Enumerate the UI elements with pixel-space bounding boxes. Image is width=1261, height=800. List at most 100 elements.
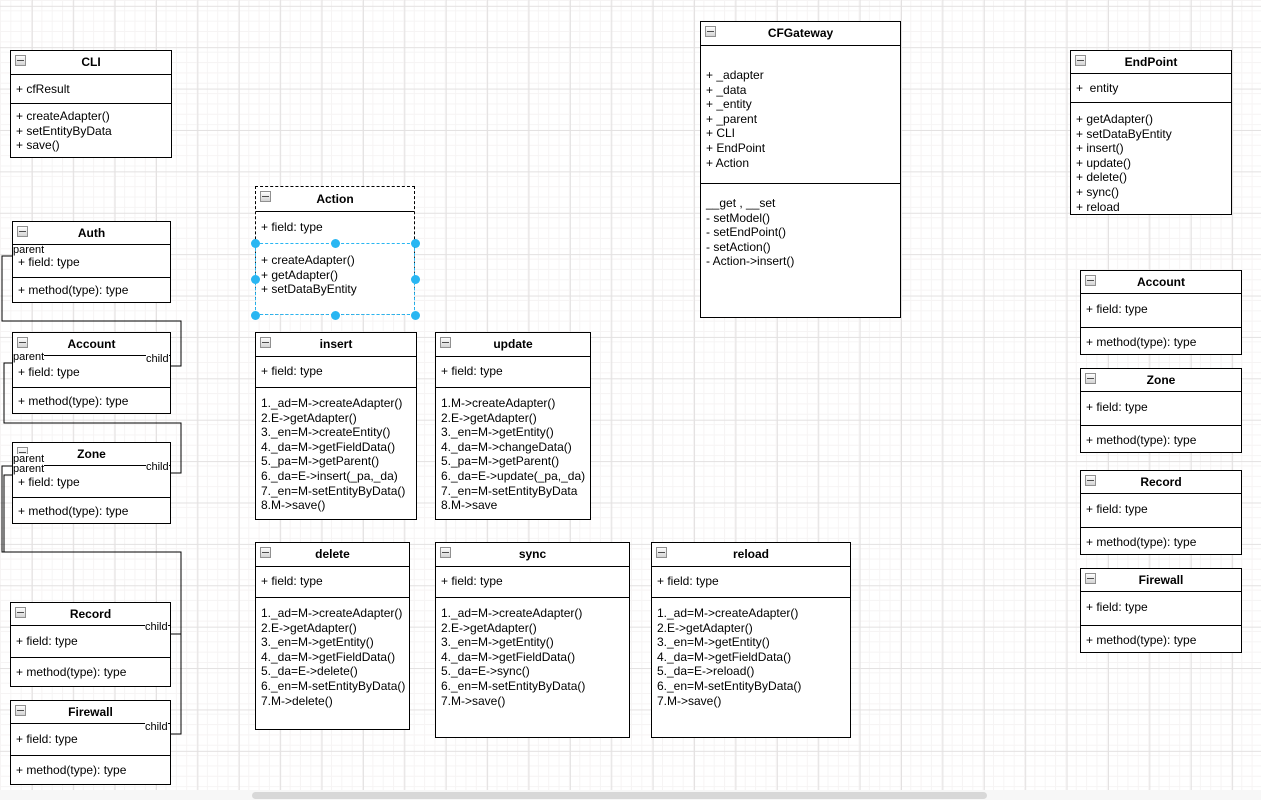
collapse-icon[interactable] bbox=[260, 191, 271, 202]
uml-edge-zone-parent-to-firewall-child[interactable] bbox=[3, 474, 182, 735]
class-title: Firewall bbox=[1138, 573, 1184, 587]
edge-label-child[interactable]: child bbox=[146, 353, 169, 365]
collapse-icon[interactable] bbox=[15, 607, 26, 618]
collapse-icon[interactable] bbox=[1075, 55, 1086, 66]
fields-compartment: + field: type bbox=[1081, 294, 1241, 328]
method-line: 2.E->getAdapter() bbox=[441, 410, 537, 425]
collapse-icon[interactable] bbox=[705, 26, 716, 37]
methods-compartment: + method(type): type bbox=[11, 658, 170, 680]
method-line: + method(type): type bbox=[1086, 633, 1197, 647]
uml-edge-account-parent-to-zone-child[interactable] bbox=[3, 362, 182, 474]
collapse-icon[interactable] bbox=[15, 55, 26, 66]
class-title-bar: Account bbox=[1081, 271, 1241, 294]
method-line: 3._en=M->createEntity() bbox=[261, 425, 391, 440]
selection-handle[interactable] bbox=[330, 310, 340, 320]
method-line: + delete() bbox=[1076, 170, 1128, 185]
class-account-left[interactable]: Account+ field: type+ method(type): type bbox=[12, 332, 171, 414]
class-record-right[interactable]: Record+ field: type+ method(type): type bbox=[1080, 470, 1242, 555]
class-firewall-right[interactable]: Firewall + field: type + method(type): typ… bbox=[1080, 568, 1242, 653]
class-cli[interactable]: CLI+ cfResult+ createAdapter()+ setEntit… bbox=[10, 50, 172, 158]
uml-edge-auth-parent-to-account-child[interactable] bbox=[1, 255, 182, 367]
collapse-icon[interactable] bbox=[17, 226, 28, 237]
methods-compartment: 1._ad=M->createAdapter()2.E->getAdapter(… bbox=[256, 388, 416, 513]
method-line: + save() bbox=[16, 138, 60, 153]
collapse-icon[interactable] bbox=[260, 337, 271, 348]
method-line: 3._en=M->getEntity() bbox=[441, 635, 554, 650]
method-line: + method(type): type bbox=[16, 665, 127, 679]
field-line: + field: type bbox=[1086, 502, 1148, 516]
methods-compartment: + method(type): type bbox=[13, 498, 170, 519]
class-auth[interactable]: Auth+ field: type+ method(type): type bbox=[12, 221, 171, 303]
edge-label-child[interactable]: child bbox=[145, 721, 168, 733]
edge-label-parent[interactable]: parent bbox=[13, 453, 45, 465]
collapse-icon[interactable] bbox=[1085, 573, 1096, 584]
method-line: 7._en=M-setEntityByData bbox=[441, 483, 578, 498]
field-line: + _entity bbox=[706, 97, 752, 112]
method-line: 5._da=E->reload() bbox=[657, 664, 755, 679]
collapse-icon[interactable] bbox=[1085, 373, 1096, 384]
selection-handle[interactable] bbox=[250, 310, 260, 320]
fields-compartment: + field: type bbox=[256, 567, 409, 598]
selection-handle[interactable] bbox=[410, 238, 420, 248]
methods-compartment: + method(type): type bbox=[1081, 426, 1241, 448]
method-line: - setModel() bbox=[706, 210, 771, 225]
edge-label-parent[interactable]: parent bbox=[13, 463, 45, 475]
method-line: + method(type): type bbox=[18, 394, 129, 408]
method-line: 4._da=M->getFieldData() bbox=[441, 649, 576, 664]
selection-handle[interactable] bbox=[330, 238, 340, 248]
class-title: Record bbox=[69, 607, 112, 621]
class-title: delete bbox=[315, 547, 350, 561]
method-line: 7.M->save() bbox=[657, 693, 722, 708]
collapse-icon[interactable] bbox=[656, 547, 667, 558]
collapse-icon[interactable] bbox=[17, 337, 28, 348]
class-title: Firewall bbox=[68, 705, 113, 719]
selection-handle[interactable] bbox=[410, 310, 420, 320]
methods-compartment: + createAdapter()+ setEntityByData+ save… bbox=[11, 104, 171, 153]
method-line: 7._en=M-setEntityByData() bbox=[261, 483, 406, 498]
method-line: + reload bbox=[1076, 199, 1120, 214]
field-line: + field: type bbox=[1086, 600, 1148, 614]
class-cfgateway[interactable]: CFGateway+ _adapter+ _data+ _entity+ _pa… bbox=[700, 21, 901, 318]
methods-compartment: + method(type): type bbox=[1081, 528, 1241, 550]
method-line: 5._pa=M->getParent() bbox=[261, 454, 380, 469]
class-firewall-left[interactable]: Firewall+ field: type+ method(type): typ… bbox=[10, 700, 171, 785]
edge-label-child[interactable]: child bbox=[145, 621, 168, 633]
class-account-right[interactable]: Account+ field: type+ method(type): type bbox=[1080, 270, 1242, 355]
fields-compartment: + field: type bbox=[1081, 592, 1241, 626]
method-line: 2.E->getAdapter() bbox=[261, 620, 357, 635]
selection-handle[interactable] bbox=[250, 274, 260, 284]
fields-compartment: + field: type bbox=[13, 466, 170, 498]
collapse-icon[interactable] bbox=[440, 547, 451, 558]
selection-handle[interactable] bbox=[410, 274, 420, 284]
collapse-icon[interactable] bbox=[15, 705, 26, 716]
edge-label-child[interactable]: child bbox=[146, 461, 169, 473]
collapse-icon[interactable] bbox=[440, 337, 451, 348]
class-title-bar: Zone bbox=[13, 443, 170, 466]
fields-compartment: + field: type bbox=[436, 357, 590, 388]
collapse-icon[interactable] bbox=[1085, 275, 1096, 286]
h-scrollbar-thumb[interactable] bbox=[252, 792, 987, 799]
collapse-icon[interactable] bbox=[260, 547, 271, 558]
selection-handle[interactable] bbox=[250, 238, 260, 248]
class-zone-right[interactable]: Zone+ field: type+ method(type): type bbox=[1080, 368, 1242, 453]
edge-label-parent[interactable]: parent bbox=[13, 351, 45, 363]
method-line: + method(type): type bbox=[18, 504, 129, 518]
class-record-left[interactable]: Record+ field: type+ method(type): type bbox=[10, 602, 171, 687]
edge-label-parent[interactable]: parent bbox=[13, 244, 45, 256]
class-title-bar: reload bbox=[652, 543, 850, 567]
collapse-icon[interactable] bbox=[1085, 475, 1096, 486]
method-line: + method(type): type bbox=[1086, 535, 1197, 549]
methods-compartment: 1._ad=M->createAdapter()2.E->getAdapter(… bbox=[652, 598, 850, 708]
class-title: sync bbox=[518, 547, 547, 561]
class-title-bar: sync bbox=[436, 543, 629, 567]
method-line: 6._da=E->update(_pa,_da) bbox=[441, 468, 586, 483]
method-line: + createAdapter() bbox=[261, 253, 355, 267]
method-line: 4._da=M->getFieldData() bbox=[261, 649, 396, 664]
class-endpoint[interactable]: EndPoint+ entity+ getAdapter()+ setDataB… bbox=[1070, 50, 1232, 215]
